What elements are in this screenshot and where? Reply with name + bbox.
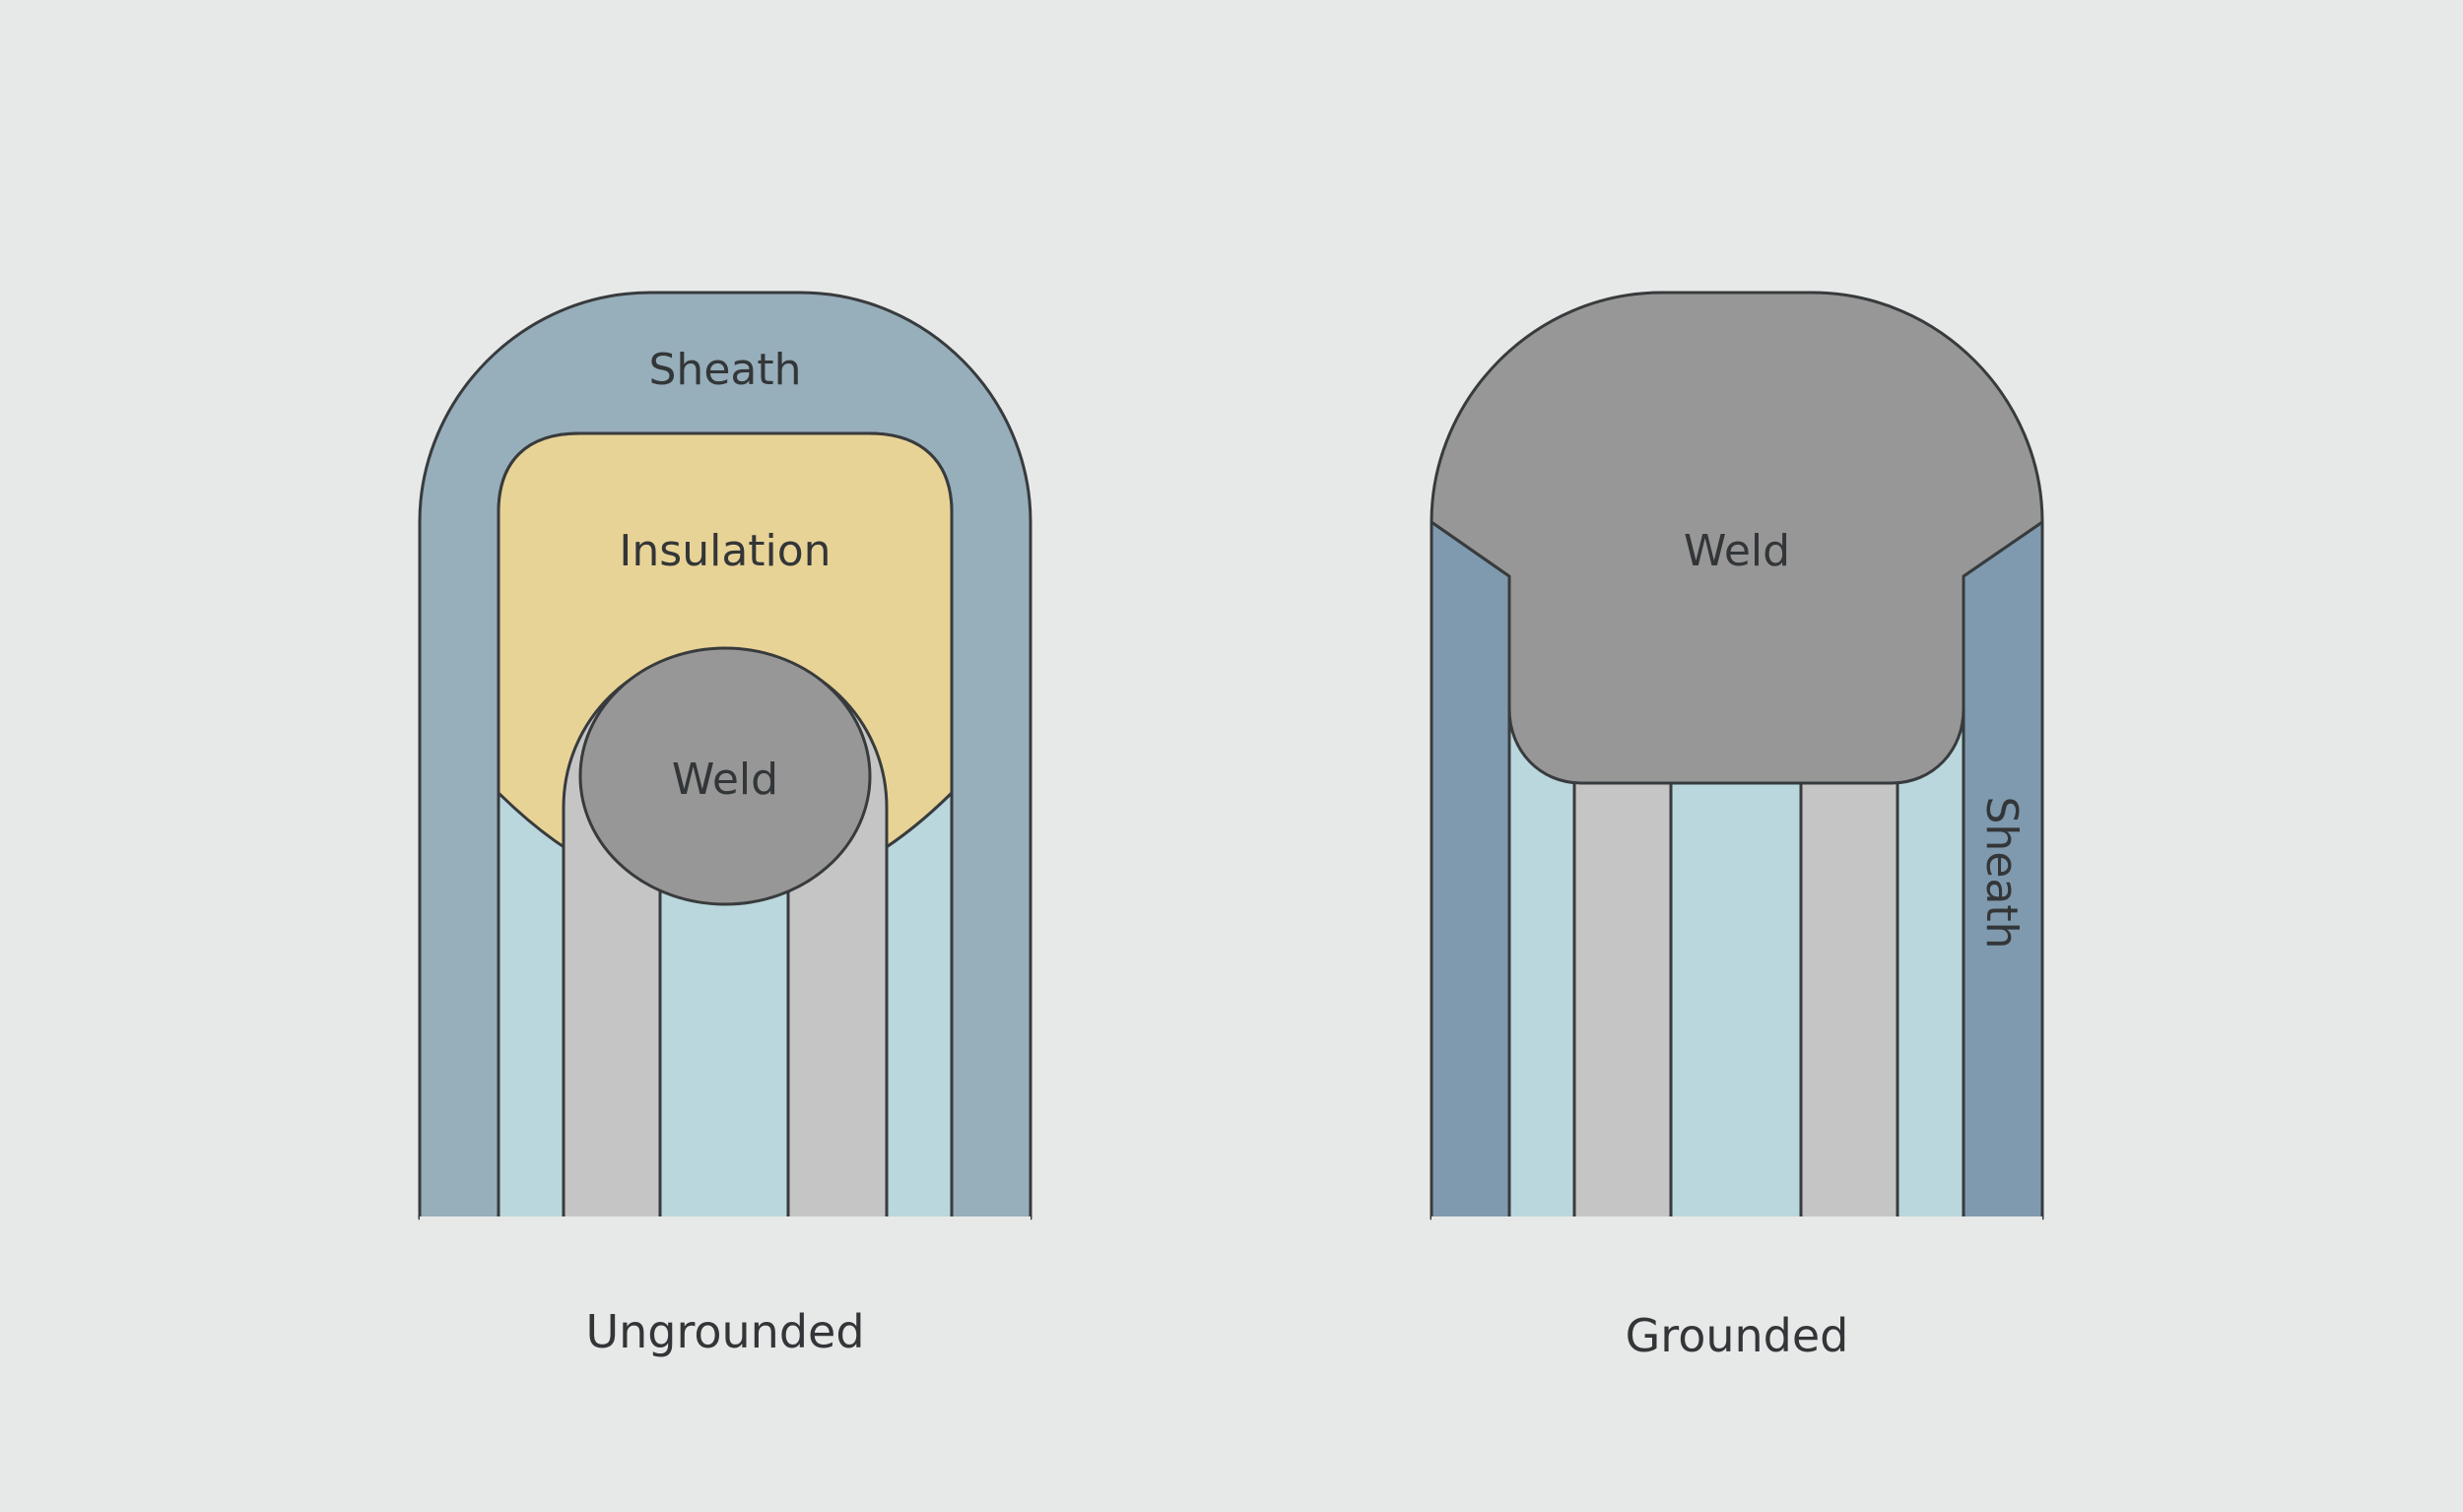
ungrounded-sheath-label: Sheath	[649, 345, 802, 395]
grounded-caption: Grounded	[1626, 1309, 1849, 1362]
ungrounded-caption: Ungrounded	[585, 1305, 864, 1358]
grounded-weld-label: Weld	[1684, 526, 1790, 576]
ungrounded-insulation-label: Insulation	[619, 526, 831, 576]
grounded-sheath-left	[1430, 520, 1511, 1220]
grounded-weld	[1430, 291, 2044, 785]
grounded-junction	[1430, 291, 2044, 1220]
grounded-sheath-label: Sheath	[1976, 797, 2027, 950]
ungrounded-junction	[418, 291, 1032, 1220]
grounded-wire-right	[1799, 747, 1899, 1220]
ungrounded-weld-label: Weld	[672, 755, 778, 805]
ungrounded-weld	[578, 646, 872, 906]
grounded-wire-left	[1572, 747, 1673, 1220]
